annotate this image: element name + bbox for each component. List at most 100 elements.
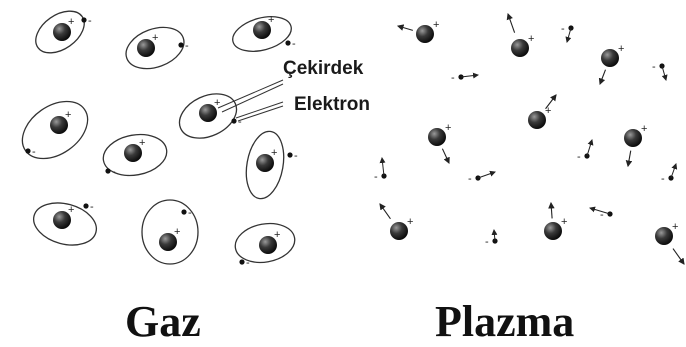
nucleus-charge: +	[561, 216, 567, 228]
orbit	[232, 16, 292, 52]
motion-arrow	[548, 201, 555, 219]
motion-arrow	[491, 229, 498, 242]
nucleus	[601, 49, 619, 67]
nucleus	[428, 128, 446, 146]
gas-atom: +-	[102, 133, 168, 178]
plasma-electron: -	[652, 61, 668, 81]
orbit	[141, 199, 199, 265]
plasma-nucleus: +	[598, 43, 624, 86]
motion-arrow	[586, 139, 594, 157]
nucleus-charge: +	[672, 221, 678, 233]
nucleus	[390, 222, 408, 240]
electron-charge: -	[188, 207, 192, 219]
nucleus	[159, 233, 177, 251]
electron	[25, 148, 31, 154]
nucleus	[655, 227, 673, 245]
motion-arrow	[477, 170, 496, 179]
plasma-panel: + + + + + + + + + - - - - - - - - -	[374, 12, 685, 265]
electron-charge: -	[485, 236, 489, 248]
nucleus-charge: +	[65, 109, 71, 121]
plasma-nucleus: +	[528, 94, 557, 129]
orbit	[35, 10, 85, 54]
callout-leaders	[217, 79, 284, 122]
electron-charge: -	[88, 15, 92, 27]
plasma-electron: -	[589, 206, 613, 221]
nucleus	[544, 222, 562, 240]
electron-charge: -	[32, 146, 36, 158]
electron-charge: -	[661, 173, 665, 185]
motion-arrow	[441, 148, 450, 164]
nucleus	[199, 104, 217, 122]
gas-atom: +-	[125, 26, 189, 70]
gas-atom: +-	[178, 93, 242, 139]
nucleus-charge: +	[271, 147, 277, 159]
gas-atom: +-	[234, 222, 296, 269]
plasma-nucleus: +	[396, 19, 439, 43]
electron-charge: -	[294, 150, 298, 162]
electron	[178, 42, 184, 48]
nucleus-charge: +	[274, 229, 280, 241]
electron-label: Elektron	[294, 94, 370, 115]
electron-charge: -	[374, 171, 378, 183]
nucleus-charge: +	[407, 216, 413, 228]
motion-arrow	[460, 72, 479, 79]
motion-arrow	[625, 150, 633, 168]
electron-charge: -	[246, 257, 250, 269]
gas-atom: +-	[232, 14, 296, 52]
nucleus-charge: +	[528, 33, 534, 45]
electron-charge: -	[112, 166, 116, 178]
nucleus-charge: +	[214, 97, 220, 109]
nucleus-charge: +	[152, 32, 158, 44]
motion-arrow	[396, 24, 414, 31]
nucleus	[50, 116, 68, 134]
plasma-nucleus: +	[655, 221, 685, 265]
nucleus-charge: +	[641, 123, 647, 135]
plasma-nucleus: +	[506, 12, 534, 57]
electron-charge: -	[292, 38, 296, 50]
nucleus-charge: +	[433, 19, 439, 31]
plasma-caption: Plazma	[435, 297, 574, 346]
electron-charge: -	[600, 209, 604, 221]
motion-arrow	[598, 69, 607, 86]
nucleus-charge: +	[174, 226, 180, 238]
plasma-electron: -	[661, 163, 678, 185]
nucleus	[624, 129, 642, 147]
gas-atom: +-	[21, 100, 89, 160]
plasma-electron: -	[451, 72, 479, 84]
nucleus-charge: +	[545, 105, 551, 117]
plasma-nucleus: +	[379, 203, 413, 240]
motion-arrow	[589, 206, 611, 215]
nucleus	[528, 111, 546, 129]
orbit	[245, 130, 285, 200]
nucleus-charge: +	[268, 14, 274, 26]
electron-charge: -	[577, 151, 581, 163]
nucleus-charge: +	[445, 122, 451, 134]
nucleus-charge: +	[68, 16, 74, 28]
electron	[83, 203, 89, 209]
motion-arrow	[506, 12, 516, 33]
electron	[105, 168, 111, 174]
gas-panel: +-+-+-+-+-+-+-+-+-+-	[21, 10, 298, 269]
electron-charge: -	[468, 173, 472, 185]
plasma-nucleus: +	[624, 123, 647, 168]
electron	[239, 259, 245, 265]
plasma-electron: -	[561, 23, 574, 43]
electron-charge: -	[90, 201, 94, 213]
nucleus	[416, 25, 434, 43]
electron-charge: -	[561, 23, 565, 35]
plasma-electron: -	[374, 157, 387, 183]
motion-arrow	[545, 94, 557, 110]
nucleus	[511, 39, 529, 57]
nucleus-charge: +	[139, 137, 145, 149]
plasma-nucleus: +	[544, 201, 567, 240]
gas-atom: +-	[245, 130, 298, 200]
electron-charge: -	[652, 61, 656, 73]
motion-arrow	[661, 65, 668, 81]
plasma-nucleus: +	[428, 122, 451, 164]
nucleus	[259, 236, 277, 254]
nucleus-charge: +	[618, 43, 624, 55]
gas-caption: Gaz	[125, 297, 201, 346]
nucleus	[53, 23, 71, 41]
